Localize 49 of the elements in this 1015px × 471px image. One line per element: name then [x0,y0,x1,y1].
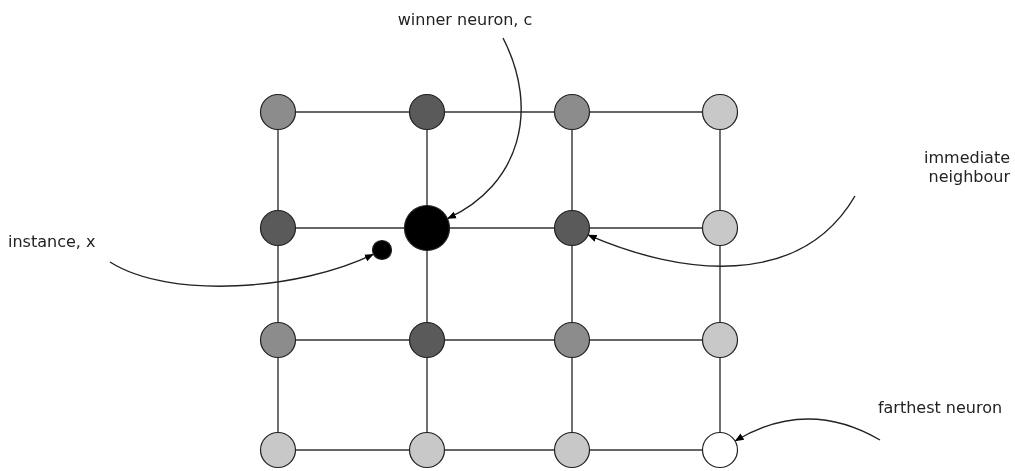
grid-line [449,227,555,229]
grid-line [444,111,555,113]
callout-label: immediate neighbour [923,148,1010,187]
leader-arrow [734,418,881,442]
neuron-node [259,431,297,469]
grid-line [719,357,721,433]
neuron-node [553,93,591,131]
grid-line [295,449,410,451]
callout-label: winner neuron, c [396,10,534,30]
grid-line [589,449,703,451]
callout-label: farthest neuron [876,398,1004,418]
grid-line [426,129,428,206]
callout-label: instance, x [8,232,97,252]
grid-line [295,227,405,229]
neuron-node [408,321,446,359]
neuron-node [701,209,739,247]
grid-line [277,357,279,433]
grid-line [719,245,721,323]
neuron-node [259,93,297,131]
grid-line [571,129,573,211]
neuron-node [259,321,297,359]
grid-line [589,111,703,113]
grid-line [426,357,428,433]
grid-line [277,245,279,323]
grid-line [295,339,410,341]
neuron-node [553,431,591,469]
data-point [371,239,393,261]
grid-line [426,250,428,323]
grid-line [444,449,555,451]
leader-arrow [447,37,522,220]
neuron-node [553,321,591,359]
neuron-node [408,93,446,131]
grid-line [589,227,703,229]
neuron-node [403,204,451,252]
grid-line [444,339,555,341]
grid-line [571,357,573,433]
grid-line [571,245,573,323]
neuron-node [408,431,446,469]
neuron-node [701,321,739,359]
leader-arrow [109,253,374,287]
neuron-node [701,431,739,469]
grid-line [589,339,703,341]
neuron-node [553,209,591,247]
grid-line [277,129,279,211]
grid-line [295,111,410,113]
grid-line [719,129,721,211]
neuron-node [701,93,739,131]
leader-arrow [587,195,856,267]
neuron-node [259,209,297,247]
